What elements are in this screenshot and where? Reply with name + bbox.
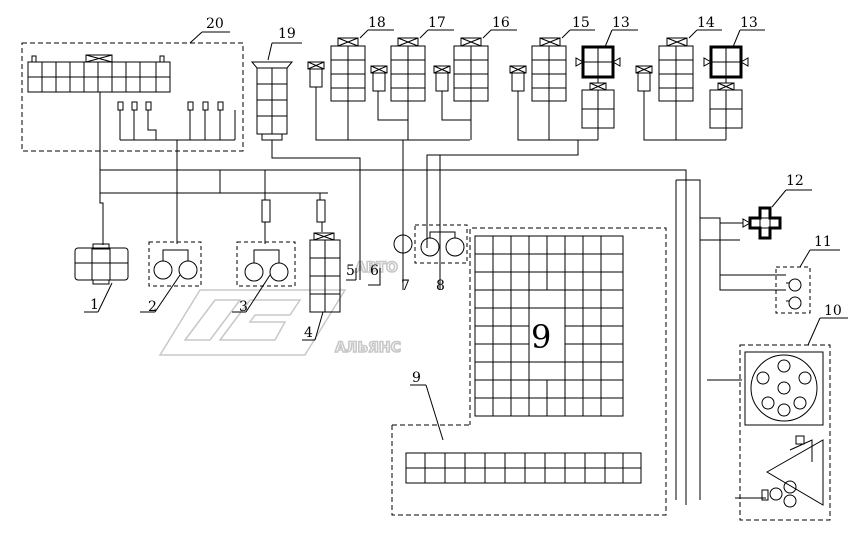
watermark: АВТО АЛЬЯНС (158, 259, 402, 357)
component-5-6: 5 6 (346, 263, 381, 286)
component-12: 12 (720, 173, 812, 240)
relay-group-18-16: 18 17 16 (307, 15, 517, 141)
label-4: 4 (304, 325, 313, 341)
component-11: 11 (775, 234, 840, 314)
label-11: 11 (814, 234, 832, 250)
label-9-center: 9 (531, 318, 551, 356)
label-13a: 13 (612, 15, 630, 31)
watermark-line-1: АВТО (355, 260, 398, 276)
label-8: 8 (436, 278, 445, 294)
label-13b: 13 (740, 15, 758, 31)
watermark-line-2: АЛЬЯНС (335, 340, 401, 356)
label-7: 7 (401, 278, 410, 294)
component-3: 3 (232, 241, 296, 315)
component-19: 19 (250, 26, 302, 141)
component-7-8: 7 8 (393, 224, 468, 294)
label-9: 9 (412, 370, 421, 386)
label-16: 16 (492, 15, 510, 31)
component-4: 4 (302, 232, 341, 341)
label-5: 5 (346, 263, 355, 279)
label-14: 14 (697, 15, 715, 31)
relay-group-15-13: 15 13 14 13 (509, 15, 765, 141)
label-18: 18 (368, 15, 386, 31)
label-1: 1 (90, 297, 99, 313)
label-19: 19 (278, 26, 296, 42)
autoalliance-logo-icon (158, 289, 347, 356)
label-12: 12 (786, 173, 804, 189)
label-17: 17 (428, 15, 446, 31)
component-2: 2 (140, 241, 202, 315)
label-20: 20 (206, 16, 224, 32)
component-20: 20 (21, 16, 244, 152)
label-6: 6 (370, 263, 379, 279)
component-9: 9 9 (391, 227, 667, 516)
label-10: 10 (824, 303, 842, 319)
component-1: 1 (74, 243, 129, 313)
label-2: 2 (148, 299, 157, 315)
main-harness (99, 92, 786, 505)
label-3: 3 (239, 299, 248, 315)
component-10: 10 (739, 303, 848, 521)
label-15: 15 (572, 15, 590, 31)
